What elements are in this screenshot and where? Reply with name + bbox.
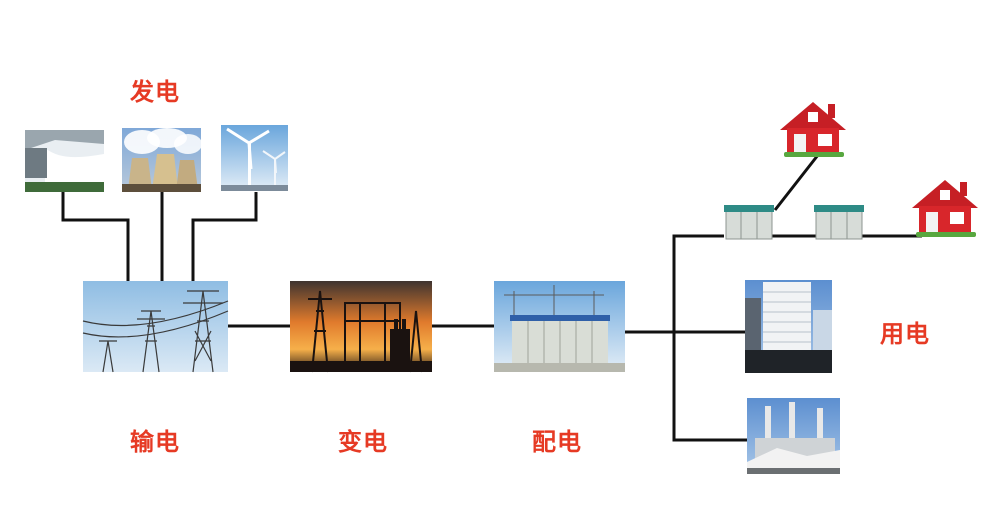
label-distribution: 配电 (532, 428, 582, 456)
line-hydro (61, 192, 130, 282)
line-wind (191, 192, 258, 282)
line-cabinet-house-top (773, 154, 820, 211)
distribution-cabinet-icon (494, 281, 625, 372)
label-transformation: 变电 (338, 428, 388, 456)
factory-icon (747, 398, 840, 474)
line-bus-vertical (672, 234, 748, 442)
box-transformer-icon (814, 205, 864, 240)
cooling-tower-icon (122, 128, 202, 192)
wind-turbine-icon (221, 125, 288, 191)
label-generation: 发电 (130, 78, 180, 106)
office-building-icon (745, 280, 832, 373)
house-icon (780, 102, 846, 157)
substation-icon (290, 281, 432, 373)
hydro-dam-icon (25, 130, 104, 192)
connection-lines (61, 154, 922, 442)
transmission-tower-icon (82, 281, 229, 373)
label-transmission: 输电 (130, 428, 180, 456)
label-consumption: 用电 (880, 320, 930, 348)
house-icon (912, 180, 978, 237)
box-transformer-icon (724, 205, 774, 240)
